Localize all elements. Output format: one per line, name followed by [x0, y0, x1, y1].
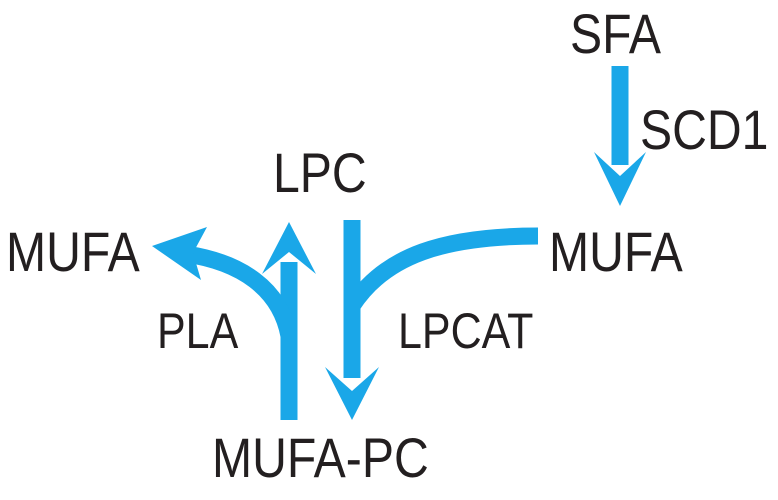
arrowhead-lpc-to-mufa-pc	[325, 367, 379, 420]
node-mufa-right: MUFA	[549, 220, 683, 283]
node-mufa-left: MUFA	[6, 220, 140, 283]
arrowhead-sfa-to-mufa	[594, 152, 646, 206]
node-mufa-pc: MUFA-PC	[212, 426, 429, 489]
arrowhead-mufa-pc-to-mufa	[152, 227, 207, 280]
enzyme-pla: PLA	[157, 303, 239, 359]
node-lpc: LPC	[273, 141, 367, 204]
arrow-mufa-to-mufa-pc	[344, 227, 539, 311]
arrow-mufa-pc-to-mufa	[184, 245, 298, 338]
enzyme-lpcat: LPCAT	[398, 303, 534, 359]
arrowhead-mufa-pc-to-lpc	[262, 222, 316, 274]
enzyme-scd1: SCD1	[640, 98, 769, 161]
node-sfa: SFA	[570, 2, 662, 65]
